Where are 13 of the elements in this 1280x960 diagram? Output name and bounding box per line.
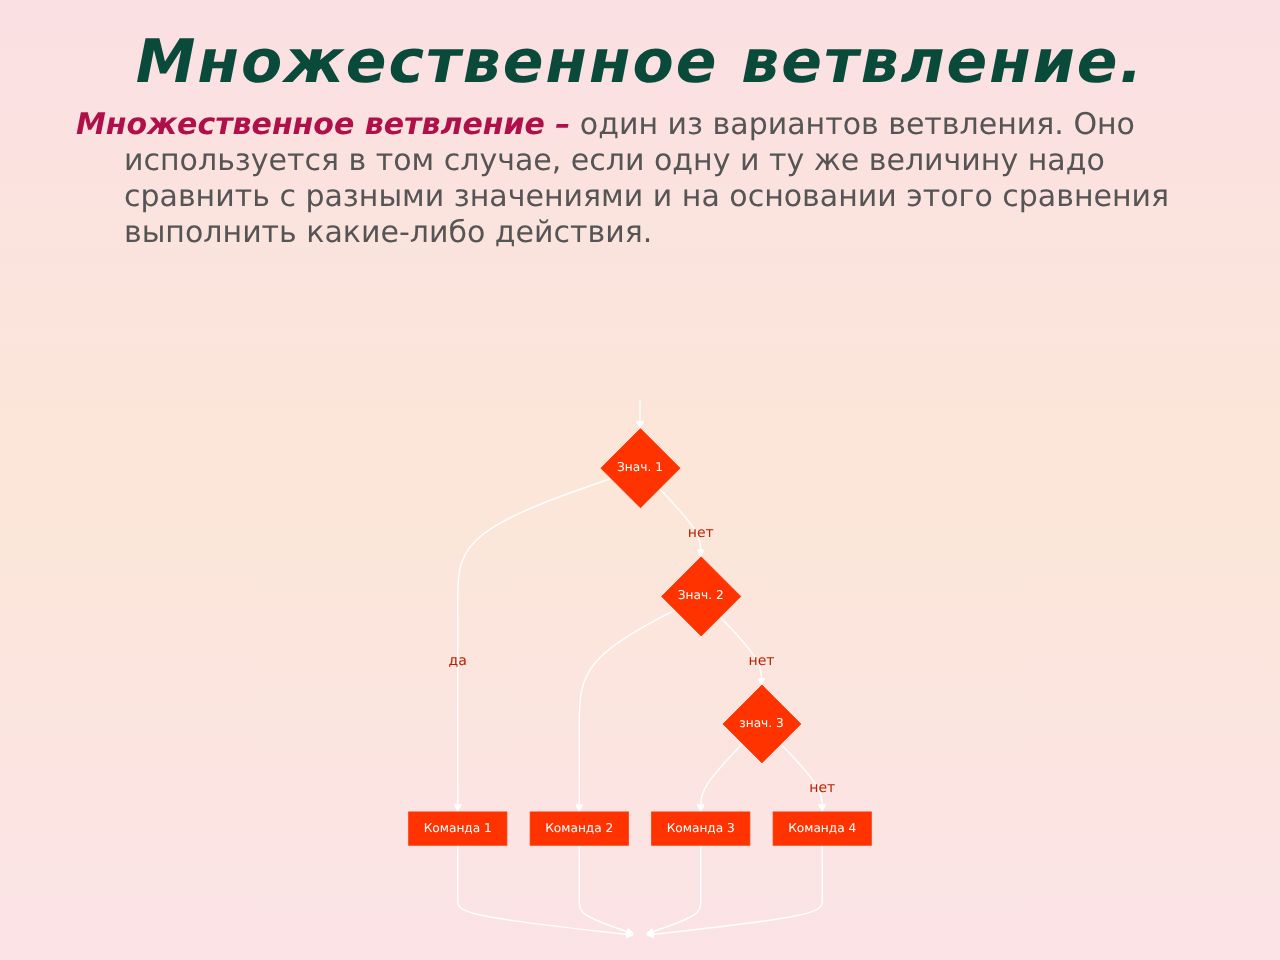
- arrow: [578, 844, 635, 936]
- arrow: [658, 487, 705, 558]
- arrow: [779, 743, 827, 813]
- arrow: [696, 743, 744, 813]
- arrow: [575, 609, 676, 813]
- slide-title: Множественное ветвление.: [133, 28, 1147, 98]
- arrow: [646, 844, 823, 939]
- arrow: [645, 844, 702, 936]
- arrow: [719, 616, 766, 686]
- arrow: [457, 844, 634, 939]
- arrow: [635, 399, 645, 430]
- arrow: [453, 477, 612, 813]
- definition-paragraph: Множественное ветвление – один из вариантов ветвления. Оно используется в том случае, если одну и ту же величину надо сравнить с разными значениями и на основании этого сравнения выполнить какие-либо действия.: [76, 106, 1172, 250]
